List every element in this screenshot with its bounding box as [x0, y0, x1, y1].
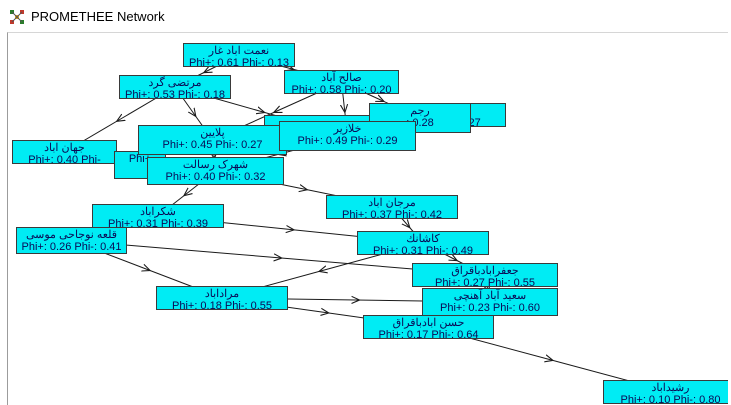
- node-phi-scores: Phi+: 0.31 Phi-: 0.39: [108, 218, 208, 228]
- node-phi-scores: Phi+: 0.17 Phi-: 0.64: [378, 329, 479, 339]
- node-phi-scores: Phi+: 0.26 Phi-: 0.41: [21, 241, 122, 253]
- node-phi-scores: Phi+: 0.61 Phi-: 0.13: [189, 57, 289, 67]
- node-name: خلازیر: [333, 123, 362, 135]
- node-name: سعید آباد آهنچی: [453, 290, 527, 302]
- node-name: جهان اباد: [44, 142, 85, 154]
- node-phi-scores: Phi+: 0.40 Phi-: [28, 154, 101, 164]
- node-name: مرتضی گرد: [148, 77, 202, 89]
- node-phi-scores: Phi+: 0.40 Phi-: 0.32: [165, 171, 266, 183]
- title-bar: PROMETHEE Network: [0, 0, 731, 32]
- node-phi-scores: Phi+: 0.53 Phi-: 0.18: [125, 89, 225, 99]
- node-name: شکراباد: [140, 206, 176, 218]
- node-name: قلعه نوجاحی موسی: [25, 229, 118, 241]
- node-phi-scores: Phi+: 0.18 Phi-: 0.55: [172, 300, 272, 310]
- node-phi-scores: Phi+: 0.49 Phi-: 0.29: [297, 135, 398, 147]
- node-phi-scores: Phi+: 0.58 Phi-: 0.20: [291, 84, 392, 94]
- node-phi-scores: Phi+: 0.31 Phi-: 0.49: [373, 245, 473, 255]
- node-name: نعمت اباد غار: [208, 45, 270, 57]
- node-phi-scores: Phi+: 0.45 Phi-: 0.27: [162, 139, 263, 151]
- node-name: مرجان اباد: [368, 197, 416, 209]
- node-name: رجم: [410, 105, 430, 117]
- node-phi-scores: Phi+: 0.37 Phi-: 0.42: [342, 209, 442, 219]
- node-phi-scores: Phi+: [128, 153, 152, 165]
- node-phi-scores: Phi+: 0.27 Phi-: 0.55: [435, 277, 535, 287]
- node-name: رشیداباد: [651, 382, 690, 394]
- alternative-node[interactable]: رجم: 0.28: [369, 103, 471, 133]
- node-name: مراداباد: [204, 288, 240, 300]
- node-phi-scores: Phi+: 0.23 Phi-: 0.60: [440, 302, 540, 314]
- node-name: پلایین: [200, 127, 225, 139]
- node-name: حسن ابادباقراق: [392, 317, 465, 329]
- node-name: جعفرابادباقراق: [451, 265, 519, 277]
- node-name: کاشانك: [406, 233, 440, 245]
- window-title: PROMETHEE Network: [31, 9, 165, 24]
- node-name: صالح آباد: [321, 72, 362, 84]
- network-grid-icon: [10, 10, 24, 24]
- node-phi-scores: Phi+: 0.10 Phi-: 0.80: [620, 394, 721, 404]
- node-name: شهرک رسالت: [182, 159, 249, 171]
